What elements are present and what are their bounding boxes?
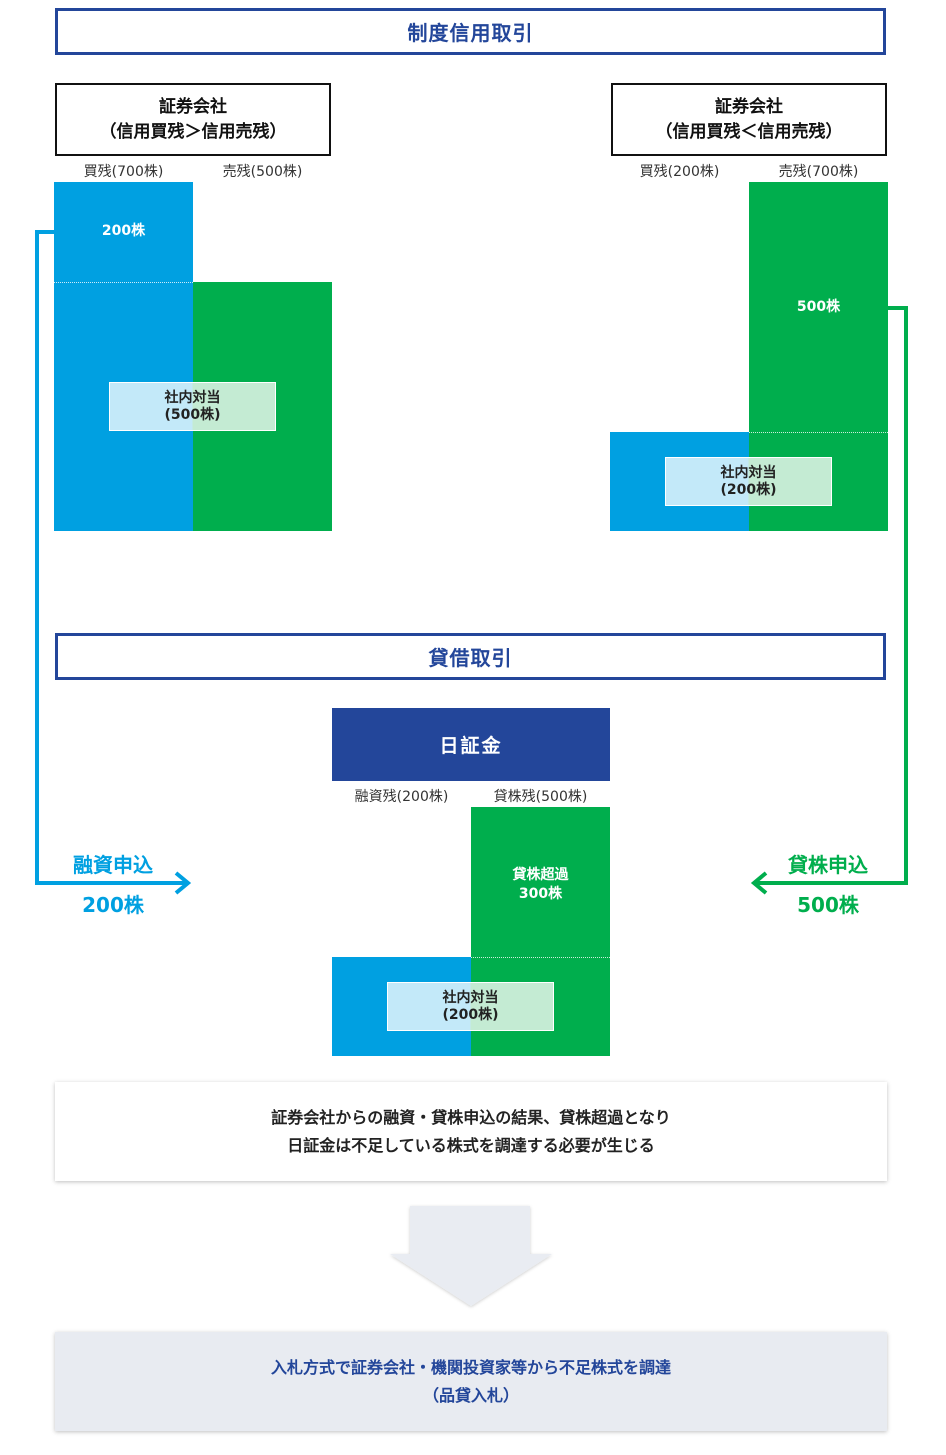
right-excess-label: 500株 xyxy=(796,299,841,315)
jsf-divider-line xyxy=(471,957,610,958)
result-note-line1: 証券会社からの融資・貸株申込の結果、貸株超過となり xyxy=(271,1107,671,1127)
right-internal-line1: 社内対当 xyxy=(720,464,777,481)
jsf-loan-label: 融資残(200株) xyxy=(354,789,449,805)
jsf-box: 日証金 xyxy=(332,708,610,781)
loan-application-amount: 200株 xyxy=(82,893,144,917)
stock-application-title: 貸株申込 xyxy=(788,853,868,877)
stock-arrow-icon xyxy=(750,871,768,895)
right-company-condition: （信用買残＜信用売残） xyxy=(655,121,843,142)
right-internal-match: 社内対当 (200株) xyxy=(665,457,832,506)
left-buy-label: 買残(700株) xyxy=(83,164,164,180)
stock-application-amount: 500株 xyxy=(797,893,859,917)
left-internal-match: 社内対当 (500株) xyxy=(109,382,276,431)
right-divider-line xyxy=(749,432,888,433)
right-company-name: 証券会社 xyxy=(715,96,783,117)
loan-application-title: 融資申込 xyxy=(73,853,153,877)
loan-arrow-icon xyxy=(174,871,192,895)
left-company-box: 証券会社 （信用買残＞信用売残） xyxy=(55,83,331,156)
right-company-box: 証券会社 （信用買残＜信用売残） xyxy=(611,83,887,156)
jsf-internal-match: 社内対当 (200株) xyxy=(387,982,554,1031)
margin-trading-section-title: 制度信用取引 xyxy=(55,8,886,55)
left-company-name: 証券会社 xyxy=(159,96,227,117)
final-note: 入札方式で証券会社・機関投資家等から不足株式を調達 （品貸入札） xyxy=(55,1332,887,1431)
result-note: 証券会社からの融資・貸株申込の結果、貸株超過となり 日証金は不足している株式を調… xyxy=(55,1082,887,1181)
jsf-excess-label: 貸株超過 300株 xyxy=(471,866,610,904)
final-note-line2: （品貸入札） xyxy=(422,1385,519,1405)
right-internal-line2: (200株) xyxy=(720,481,777,498)
left-company-condition: （信用買残＞信用売残） xyxy=(99,121,287,142)
down-arrow-icon xyxy=(390,1206,552,1306)
left-internal-line2: (500株) xyxy=(164,406,221,423)
right-buy-label: 買残(200株) xyxy=(639,164,720,180)
lending-section-title: 貸借取引 xyxy=(55,633,886,680)
final-note-line1: 入札方式で証券会社・機関投資家等から不足株式を調達 xyxy=(270,1357,671,1377)
jsf-stock-label: 貸株残(500株) xyxy=(493,789,588,805)
left-sell-label: 売残(500株) xyxy=(222,164,303,180)
jsf-excess-line2: 300株 xyxy=(518,886,563,902)
result-note-line2: 日証金は不足している株式を調達する必要が生じる xyxy=(287,1135,655,1155)
jsf-internal-line1: 社内対当 xyxy=(442,989,499,1006)
jsf-internal-line2: (200株) xyxy=(442,1006,499,1023)
jsf-excess-line1: 貸株超過 xyxy=(512,867,569,883)
left-internal-line1: 社内対当 xyxy=(164,389,221,406)
left-divider-line xyxy=(54,282,193,283)
left-excess-label: 200株 xyxy=(101,223,146,239)
right-sell-label: 売残(700株) xyxy=(778,164,859,180)
